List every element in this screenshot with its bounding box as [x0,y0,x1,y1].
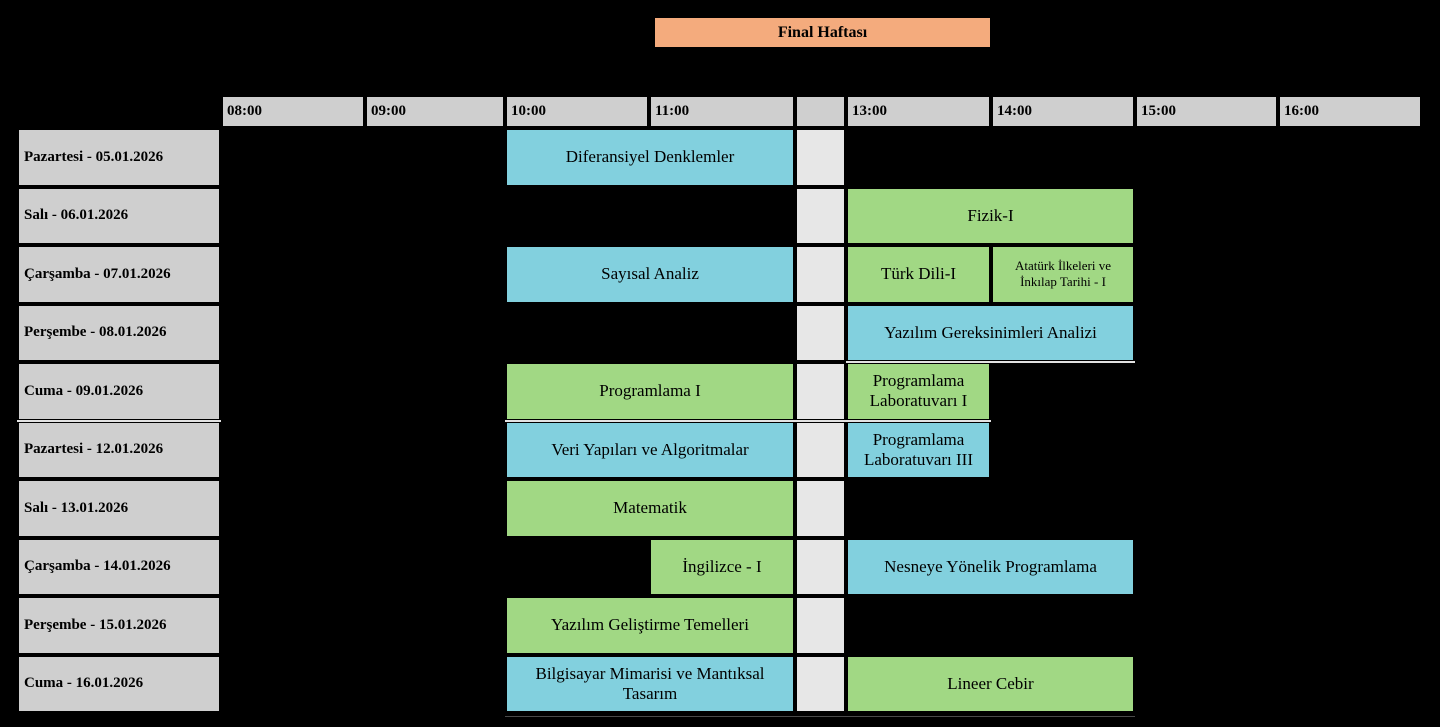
lunch-break-cell [795,186,846,245]
day-label: Cuma - 09.01.2026 [17,362,221,421]
time-header-label: 10:00 [511,103,546,119]
time-header: 10:00 [505,95,649,128]
course-cell-label: Programlama I [599,381,701,401]
lunch-break-cell [795,420,846,479]
day-label: Çarşamba - 14.01.2026 [17,537,221,596]
day-label-label: Pazartesi - 12.01.2026 [24,441,164,458]
course-cell-label: Programlama Laboratuvarı I [869,371,968,411]
final-week-banner-label: Final Haftası [777,23,868,41]
final-week-banner: Final Haftası [653,16,992,49]
time-header: 14:00 [991,95,1135,128]
course-cell: Sayısal Analiz [505,245,795,304]
course-cell-label: Lineer Cebir [947,673,1034,693]
time-header-label: 14:00 [997,103,1032,119]
lunch-break-cell [795,362,846,421]
lunch-break-cell [795,479,846,538]
time-header-label: 11:00 [655,103,690,119]
time-header: 08:00 [221,95,365,128]
lunch-break-cell [795,654,846,713]
day-label-label: Salı - 06.01.2026 [24,207,129,224]
course-cell-label: İngilizce - I [682,556,762,576]
course-cell-label: Atatürk İlkeleri ve İnkılap Tarihi - I [1014,258,1111,290]
time-header-label: 08:00 [227,103,262,119]
time-header-label: 13:00 [852,103,887,119]
week-separator-line [505,420,991,422]
time-header-label: 15:00 [1141,103,1176,119]
time-header: 11:00 [649,95,795,128]
lunch-break-cell [795,537,846,596]
day-label: Perşembe - 15.01.2026 [17,596,221,655]
cell-underline-separator [846,361,1135,363]
course-cell: Bilgisayar Mimarisi ve Mantıksal Tasarım [505,654,795,713]
time-header-label: 09:00 [371,103,406,119]
lunch-break-cell [795,245,846,304]
lunch-break-cell [795,596,846,655]
day-label: Pazartesi - 05.01.2026 [17,128,221,187]
course-cell-label: Nesneye Yönelik Programlama [884,556,1097,576]
day-label: Çarşamba - 07.01.2026 [17,245,221,304]
course-cell-label: Diferansiyel Denklemler [565,147,735,167]
course-cell-label: Yazılım Geliştirme Temelleri [551,615,749,635]
day-label-label: Çarşamba - 07.01.2026 [24,265,171,282]
course-cell: Fizik-I [846,186,1135,245]
time-header: 13:00 [846,95,991,128]
course-cell: Programlama I [505,362,795,421]
course-cell: Lineer Cebir [846,654,1135,713]
day-label: Pazartesi - 12.01.2026 [17,420,221,479]
day-label: Cuma - 16.01.2026 [17,654,221,713]
day-label-label: Perşembe - 08.01.2026 [24,324,167,341]
course-cell: Diferansiyel Denklemler [505,128,795,187]
time-header: 15:00 [1135,95,1278,128]
course-cell-label: Matematik [613,498,687,518]
timetable-grid: 08:00 09:00 10:00 11:00 13:00 14:00 15:00 16:00… [17,95,1422,713]
course-cell-label: Programlama Laboratuvarı III [863,429,974,469]
day-label: Salı - 06.01.2026 [17,186,221,245]
lunch-break-cell [795,128,846,187]
course-cell: Türk Dili-I [846,245,991,304]
day-label-label: Perşembe - 15.01.2026 [24,616,167,633]
course-cell: Yazılım Gereksinimleri Analizi [846,303,1135,362]
course-cell: Matematik [505,479,795,538]
course-cell-label: Fizik-I [967,205,1014,225]
day-label: Salı - 13.01.2026 [17,479,221,538]
course-cell: Veri Yapıları ve Algoritmalar [505,420,795,479]
day-label-label: Çarşamba - 14.01.2026 [24,558,171,575]
lunch-break-cell [795,303,846,362]
time-header: 16:00 [1278,95,1422,128]
course-cell: Yazılım Geliştirme Temelleri [505,596,795,655]
day-label-label: Salı - 13.01.2026 [24,499,129,516]
course-cell-label: Yazılım Gereksinimleri Analizi [884,322,1097,342]
day-label-label: Cuma - 16.01.2026 [24,675,144,692]
course-cell-label: Veri Yapıları ve Algoritmalar [551,439,749,459]
time-header: 09:00 [365,95,505,128]
day-label: Perşembe - 08.01.2026 [17,303,221,362]
course-cell-label: Sayısal Analiz [601,264,699,284]
time-header-label: 16:00 [1284,103,1319,119]
course-cell: Programlama Laboratuvarı III [846,420,991,479]
course-cell-label: Bilgisayar Mimarisi ve Mantıksal Tasarım [535,663,765,703]
course-cell: Nesneye Yönelik Programlama [846,537,1135,596]
day-label-label: Cuma - 09.01.2026 [24,382,144,399]
break-column-header [795,95,846,128]
course-cell: Programlama Laboratuvarı I [846,362,991,421]
table-bottom-line [505,716,1135,717]
week-separator-line [17,420,221,422]
course-cell-label: Türk Dili-I [880,264,957,284]
course-cell: Atatürk İlkeleri ve İnkılap Tarihi - I [991,245,1135,304]
course-cell: İngilizce - I [649,537,795,596]
day-label-label: Pazartesi - 05.01.2026 [24,148,164,165]
